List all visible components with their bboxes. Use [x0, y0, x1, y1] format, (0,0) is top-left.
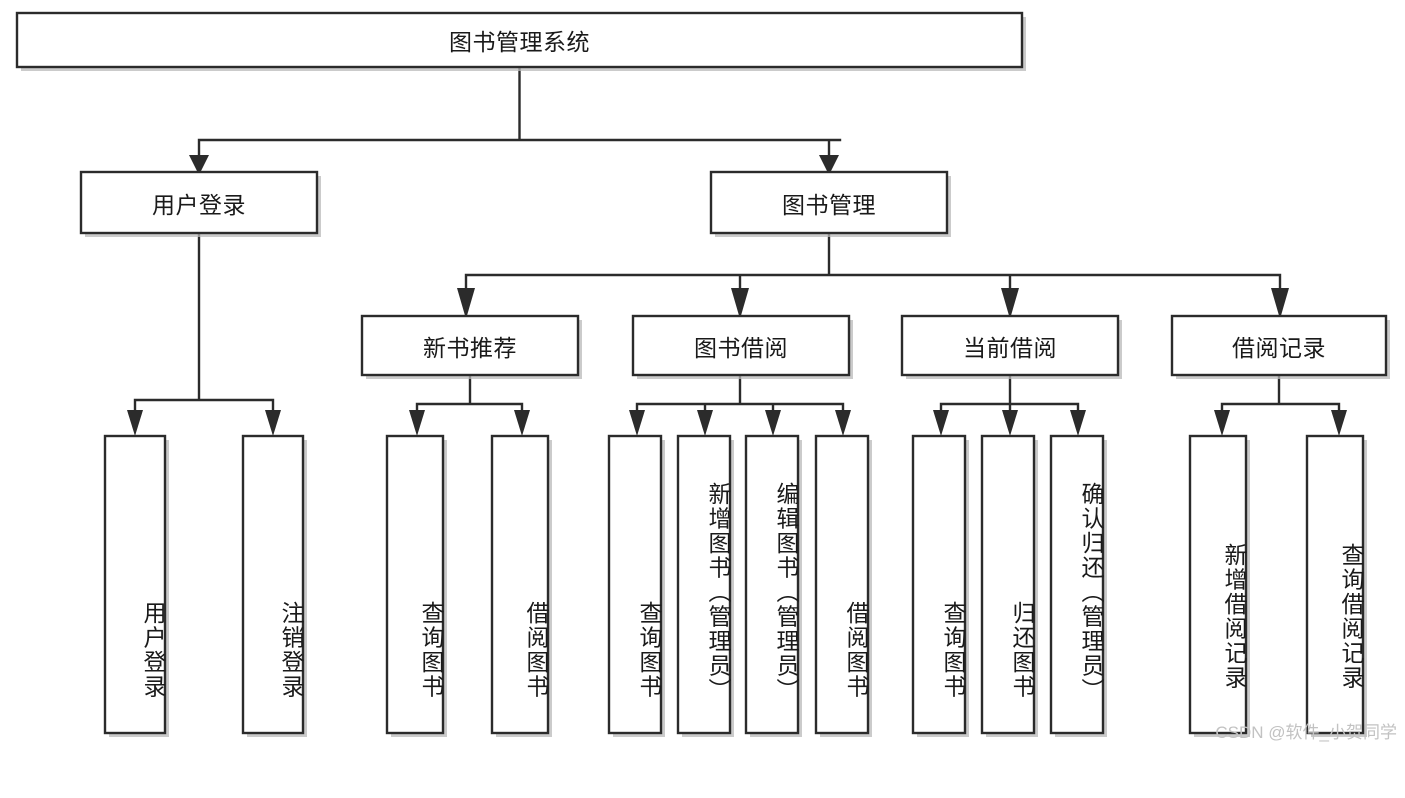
arrow-root-to-book-manage: [819, 155, 839, 175]
node-leaf-return-book[interactable]: [980, 434, 1036, 735]
arrow-root-to-user-login: [189, 155, 209, 175]
node-leaf-add-book[interactable]: [676, 434, 732, 735]
node-leaf-user-login[interactable]: [103, 434, 167, 735]
node-leaf-add-record[interactable]: [1188, 434, 1248, 735]
connector-currentborrow-bus: [939, 373, 1080, 417]
arrow-to-borrow-record: [1271, 288, 1289, 319]
node-leaf-query-record[interactable]: [1305, 434, 1365, 735]
arrow-to-leaf-query-record: [1331, 410, 1347, 436]
arrow-to-current-borrow: [1001, 288, 1019, 319]
arrow-to-new-book-rec: [457, 288, 475, 319]
connector-root-bus: [197, 65, 842, 162]
connector-bookmanage-bus: [464, 231, 1282, 294]
arrow-to-leaf-confirm-return: [1070, 410, 1086, 436]
arrow-to-leaf-user-login: [127, 410, 143, 436]
connector-bookborrow-bus: [635, 373, 845, 417]
node-leaf-query-book-1[interactable]: [385, 434, 445, 735]
connector-borrowrecord-bus: [1220, 373, 1341, 417]
node-leaf-logout-login[interactable]: [241, 434, 305, 735]
arrow-to-book-borrow: [731, 288, 749, 319]
node-leaf-query-book-2[interactable]: [607, 434, 663, 735]
node-current-borrow[interactable]: [900, 314, 1120, 377]
arrow-to-leaf-query-book-1: [409, 410, 425, 436]
arrow-to-leaf-edit-book: [765, 410, 781, 436]
node-leaf-query-book-3[interactable]: [911, 434, 967, 735]
arrow-to-leaf-add-book: [697, 410, 713, 436]
node-book-manage[interactable]: [709, 170, 949, 235]
connector-layer: [127, 65, 1347, 436]
hierarchy-diagram: 图书管理系统 用户登录 图书管理 新书推荐 图书借阅 当前借阅 借阅记录 用户登…: [15, 11, 1397, 742]
arrow-to-leaf-query-book-2: [629, 410, 645, 436]
arrow-to-leaf-logout-login: [265, 410, 281, 436]
connector-newbookrec-bus: [415, 373, 524, 417]
node-borrow-record[interactable]: [1170, 314, 1388, 377]
node-leaf-confirm-return[interactable]: [1049, 434, 1105, 735]
node-new-book-rec[interactable]: [360, 314, 580, 377]
arrow-to-leaf-query-book-3: [933, 410, 949, 436]
node-user-login[interactable]: [79, 170, 319, 235]
node-leaf-borrow-book-1[interactable]: [490, 434, 550, 735]
arrow-to-leaf-return-book: [1002, 410, 1018, 436]
node-layer: [15, 11, 1390, 737]
connector-userlogin-bus: [133, 231, 275, 417]
node-leaf-borrow-book-2[interactable]: [814, 434, 870, 735]
node-root[interactable]: [15, 11, 1024, 69]
arrow-to-leaf-borrow-book-1: [514, 410, 530, 436]
arrow-to-leaf-add-record: [1214, 410, 1230, 436]
arrow-to-leaf-borrow-book-2: [835, 410, 851, 436]
node-leaf-edit-book[interactable]: [744, 434, 800, 735]
diagram-canvas: [15, 11, 1390, 737]
node-book-borrow[interactable]: [631, 314, 851, 377]
